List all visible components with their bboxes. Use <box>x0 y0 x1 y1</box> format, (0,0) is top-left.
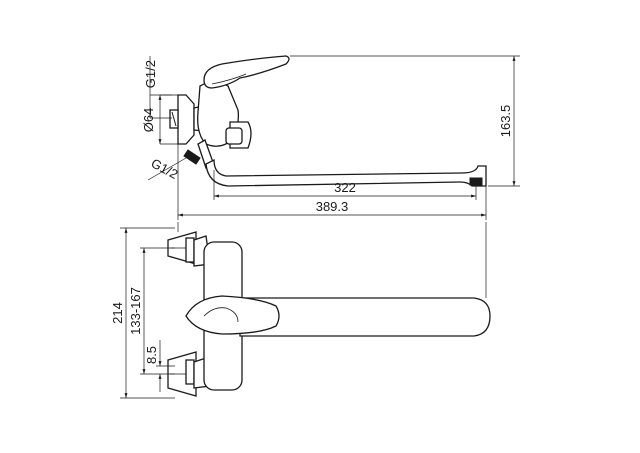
total-length-dimension: 389.3 <box>177 144 487 220</box>
height-label: 163.5 <box>498 105 513 138</box>
front-view: 214 133-167 8.5 <box>110 222 491 399</box>
lever-handle-side <box>203 55 290 89</box>
height-dimension: 163.5 <box>290 55 520 187</box>
total-length-label: 389.3 <box>316 199 349 214</box>
diameter-label: Ø64 <box>141 108 156 133</box>
side-view: G1/2 Ø64 G1/2 163.5 322 <box>141 55 520 220</box>
spout-length-label: 322 <box>334 180 356 195</box>
centers-range-dimension: 133-167 <box>128 247 175 375</box>
diameter-dimension: Ø64 <box>141 94 178 145</box>
lever-handle-front <box>185 295 280 335</box>
centers-range-label: 133-167 <box>128 287 143 335</box>
faucet-body-side <box>183 81 252 169</box>
thread-top-label: G1/2 <box>143 60 158 88</box>
offset-label: 8.5 <box>144 346 159 364</box>
thread-bottom-label: G1/2 <box>149 155 181 181</box>
offset-dimension: 8.5 <box>144 340 175 392</box>
wall-flange-side <box>169 94 195 145</box>
overall-height-label: 214 <box>110 302 125 324</box>
spout-length-dimension: 322 <box>213 170 477 200</box>
overall-height-dimension: 214 <box>110 222 487 399</box>
spout-front <box>239 297 491 337</box>
thread-bottom-dimension: G1/2 <box>147 155 187 182</box>
